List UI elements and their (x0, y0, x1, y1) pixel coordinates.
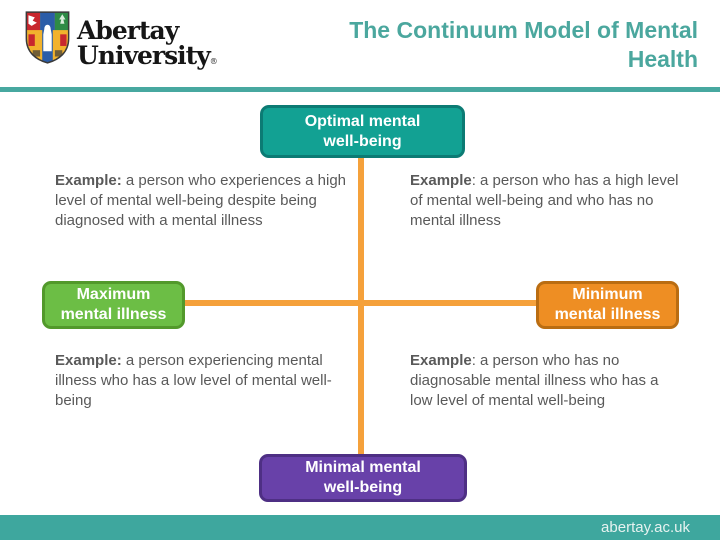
node-label-line-1: Optimal mental (304, 112, 421, 130)
example-bottom-right: Example: a person who has no diagnosable… (410, 351, 682, 411)
example-label: Example (410, 172, 472, 189)
example-text: : a person who has no diagnosable mental… (410, 352, 659, 409)
node-label-line-2: mental illness (60, 306, 167, 323)
node-optimal-mental-wellbeing: Optimal mental well-being (260, 105, 465, 158)
node-label: Minimum mental illness (555, 285, 661, 325)
header-divider (0, 87, 720, 92)
example-top-left: Example: a person who experiences a high… (55, 171, 367, 231)
continuum-diagram: Optimal mental well-being Maximum mental… (0, 92, 720, 515)
example-label: Example: (55, 172, 122, 189)
node-label-line-1: Maximum (76, 286, 151, 303)
slide-footer: abertay.ac.uk (0, 515, 720, 540)
logo-wordmark: Abertay University® (77, 10, 218, 74)
slide-header: Abertay University® The Continuum Model … (0, 0, 720, 87)
node-label: Minimal mental well-being (305, 458, 421, 498)
node-label-line-2: well-being (323, 132, 402, 150)
registered-mark: ® (209, 57, 218, 66)
node-minimal-mental-wellbeing: Minimal mental well-being (259, 454, 467, 502)
logo-word-2: University (77, 41, 211, 70)
example-label: Example: (55, 352, 122, 369)
slide-title-line-1: The Continuum Model of Mental (349, 17, 698, 43)
example-top-right: Example: a person who has a high level o… (410, 171, 682, 231)
slide-title-line-2: Health (627, 46, 698, 72)
node-label-line-1: Minimum (572, 286, 643, 303)
node-minimum-mental-illness: Minimum mental illness (536, 281, 679, 329)
abertay-logo: Abertay University® (24, 10, 218, 74)
node-label: Maximum mental illness (61, 285, 167, 325)
vertical-axis-line (358, 156, 364, 456)
footer-url: abertay.ac.uk (601, 519, 690, 536)
node-label-line-2: well-being (323, 479, 403, 496)
example-text: a person who experiences a high level of… (55, 172, 347, 229)
node-label-line-1: Minimal mental (305, 459, 421, 476)
example-text: a person experiencing mental illness who… (55, 352, 332, 409)
logo-word-1: Abertay (77, 16, 179, 45)
example-label: Example (410, 352, 472, 369)
node-label: Optimal mental well-being (305, 112, 421, 152)
slide-title: The Continuum Model of Mental Health (238, 16, 698, 74)
example-text: : a person who has a high level of menta… (410, 172, 679, 229)
abertay-crest-icon (25, 11, 70, 64)
node-label-line-2: mental illness (554, 306, 661, 323)
example-bottom-left: Example: a person experiencing mental il… (55, 351, 355, 411)
node-maximum-mental-illness: Maximum mental illness (42, 281, 185, 329)
horizontal-axis-line (184, 300, 537, 306)
